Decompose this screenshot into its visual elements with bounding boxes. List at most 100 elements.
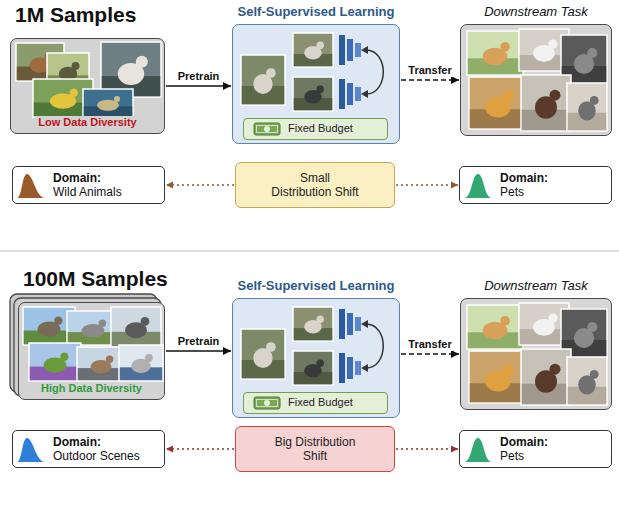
text-slot: Downstream Task xyxy=(441,278,619,294)
photo-subject xyxy=(316,316,323,323)
text-slot: Big Distribution Shift xyxy=(270,435,360,464)
photo-subject xyxy=(266,68,276,78)
network-layer xyxy=(339,79,345,109)
budget-label: Fixed Budget xyxy=(288,396,353,409)
photo-frame xyxy=(241,55,285,105)
domain-name: Outdoor Scenes xyxy=(53,449,164,463)
network-layer xyxy=(339,353,345,383)
edge-label-slot: Pretrain xyxy=(149,66,249,84)
photo-frame xyxy=(83,89,133,117)
budget-label: Fixed Budget xyxy=(288,122,353,135)
photo-subject xyxy=(70,89,78,97)
domain-name: Pets xyxy=(500,185,611,199)
network-layer xyxy=(355,361,361,375)
photo xyxy=(29,343,81,381)
domain-heading: Domain: xyxy=(53,435,164,449)
photo xyxy=(521,349,571,405)
photo-subject xyxy=(590,96,599,105)
downstream-box: Downstream Task xyxy=(460,298,612,410)
flow-arrow xyxy=(401,79,459,81)
box-title: Downstream Task xyxy=(441,278,619,294)
photo-subject xyxy=(590,370,599,379)
photo-frame xyxy=(119,345,163,381)
photo-subject xyxy=(316,360,323,367)
photo xyxy=(119,345,163,381)
dataset-stack: 100M SamplesHigh Data Diversity xyxy=(18,302,165,400)
photo xyxy=(521,75,571,131)
distribution-icon xyxy=(464,438,492,462)
text-slot: Pets xyxy=(500,449,611,463)
ssl-box: Self-Supervised LearningFixed Budget xyxy=(232,24,400,144)
arrow-head xyxy=(361,90,368,98)
box-title: Downstream Task xyxy=(441,4,619,20)
photo-subject xyxy=(106,356,113,363)
text-slot: Low Data Diversity xyxy=(11,112,164,130)
text-slot: Self-Supervised Learning xyxy=(213,4,419,20)
money-icon xyxy=(254,397,280,409)
photo-subject xyxy=(503,364,514,375)
flow-arrow xyxy=(401,353,459,355)
network-layer xyxy=(347,357,353,379)
photo-subject xyxy=(587,48,597,58)
photo xyxy=(83,89,133,117)
photo-subject xyxy=(72,62,80,70)
text-slot: Domain: xyxy=(53,435,164,449)
text-slot: Outdoor Scenes xyxy=(53,449,164,463)
domain-box: Domain:Outdoor Scenes xyxy=(12,430,165,468)
shift-arrow xyxy=(396,184,458,186)
shift-arrow xyxy=(166,184,234,186)
shift-box: Small Distribution Shift xyxy=(235,162,395,208)
photo-subject xyxy=(550,364,561,375)
photo-subject xyxy=(550,90,561,101)
photo xyxy=(111,307,161,347)
network-layer xyxy=(355,317,361,331)
distribution-icon xyxy=(17,438,45,462)
photo-subject xyxy=(266,342,276,352)
domain-heading: Domain: xyxy=(53,171,164,185)
text-slot: High Data Diversity xyxy=(19,378,164,396)
shift-arrow xyxy=(166,448,234,450)
network-layer xyxy=(355,87,361,101)
text-slot: Fixed Budget xyxy=(288,122,353,135)
text-slot: Pets xyxy=(500,185,611,199)
photo-frame xyxy=(467,305,523,349)
diversity-note: Low Data Diversity xyxy=(35,116,139,129)
network-layer xyxy=(347,313,353,335)
photo xyxy=(567,83,607,131)
photo-frame xyxy=(111,307,161,347)
arrow-head xyxy=(361,364,368,372)
photo xyxy=(293,307,333,341)
photo xyxy=(467,305,523,349)
sample-count: 1M Samples xyxy=(15,2,136,27)
photo-subject xyxy=(60,353,68,361)
domain-box: Domain:Pets xyxy=(459,166,612,204)
text-slot: Self-Supervised Learning xyxy=(213,278,419,294)
box-title: Self-Supervised Learning xyxy=(213,4,419,20)
photo-subject xyxy=(316,86,323,93)
edge-label-slot: Pretrain xyxy=(149,331,249,349)
text-slot: Domain: xyxy=(53,171,164,185)
money-icon xyxy=(257,400,278,407)
photo-subject xyxy=(145,354,153,362)
photo-subject xyxy=(587,322,597,332)
domain-name: Wild Animals xyxy=(53,185,164,199)
downstream-box: Downstream Task xyxy=(460,24,612,136)
photo-frame xyxy=(469,77,527,129)
arrow-head xyxy=(361,320,368,328)
photo-subject xyxy=(548,40,557,49)
photo-frame xyxy=(293,77,333,111)
photo-frame xyxy=(293,307,333,341)
sample-count: 100M Samples xyxy=(23,266,168,291)
money-icon xyxy=(254,123,280,135)
flow-arrow xyxy=(166,350,231,352)
photo-frame xyxy=(293,33,333,67)
network-layer xyxy=(347,83,353,105)
money-icon xyxy=(264,400,270,406)
budget-box: Fixed Budget xyxy=(243,392,388,414)
photo xyxy=(469,77,527,129)
photo xyxy=(467,31,523,75)
shift-label: Small Distribution Shift xyxy=(270,171,360,200)
edge-label: Transfer xyxy=(406,64,453,77)
ssl-box: Self-Supervised LearningFixed Budget xyxy=(232,298,400,418)
